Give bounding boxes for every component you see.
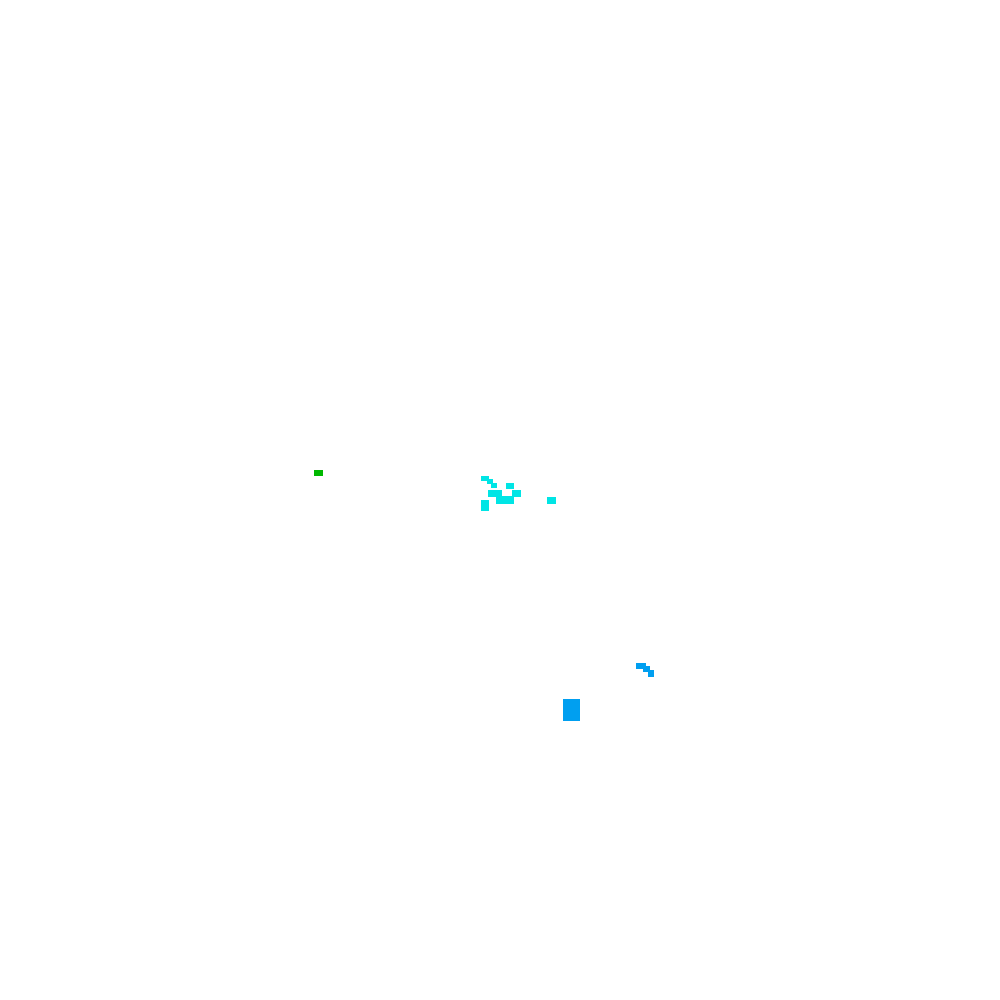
cyan-pixel (481, 500, 489, 511)
cyan-pixel (547, 497, 556, 504)
cyan-pixel (506, 483, 514, 489)
cyan-speck (547, 497, 556, 504)
green-pixel (314, 470, 323, 476)
cyan-cluster (481, 476, 521, 511)
cyan-pixel (496, 496, 514, 504)
blue-pixel (636, 663, 646, 669)
blue-pixel (563, 699, 580, 721)
cyan-pixel (512, 490, 521, 497)
cyan-pixel (491, 483, 497, 488)
blue-block (563, 699, 580, 721)
green-speck (314, 470, 323, 476)
cyan-pixel (481, 476, 489, 481)
blue-pixel (643, 666, 650, 672)
cyan-pixel (488, 490, 502, 497)
blue-pixel (648, 670, 654, 677)
cyan-pixel (487, 479, 493, 484)
blue-hook (636, 663, 654, 677)
